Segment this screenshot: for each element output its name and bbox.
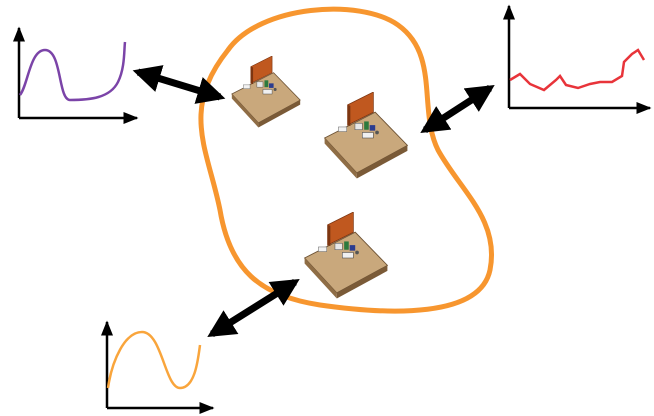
plot-bottom-left <box>101 320 215 414</box>
arrow-top-left <box>132 65 226 104</box>
scene-bottom <box>304 212 388 299</box>
arrow-bottom-left <box>207 279 300 337</box>
plot-top-left <box>13 26 139 124</box>
series-curve <box>106 330 202 390</box>
scene-top <box>231 56 301 128</box>
arrow-top-right <box>420 84 495 134</box>
region-outline <box>198 6 494 314</box>
series-curve <box>509 48 646 92</box>
scene-middle <box>324 92 408 179</box>
series-curve <box>18 41 127 102</box>
plot-top-right <box>503 4 652 114</box>
